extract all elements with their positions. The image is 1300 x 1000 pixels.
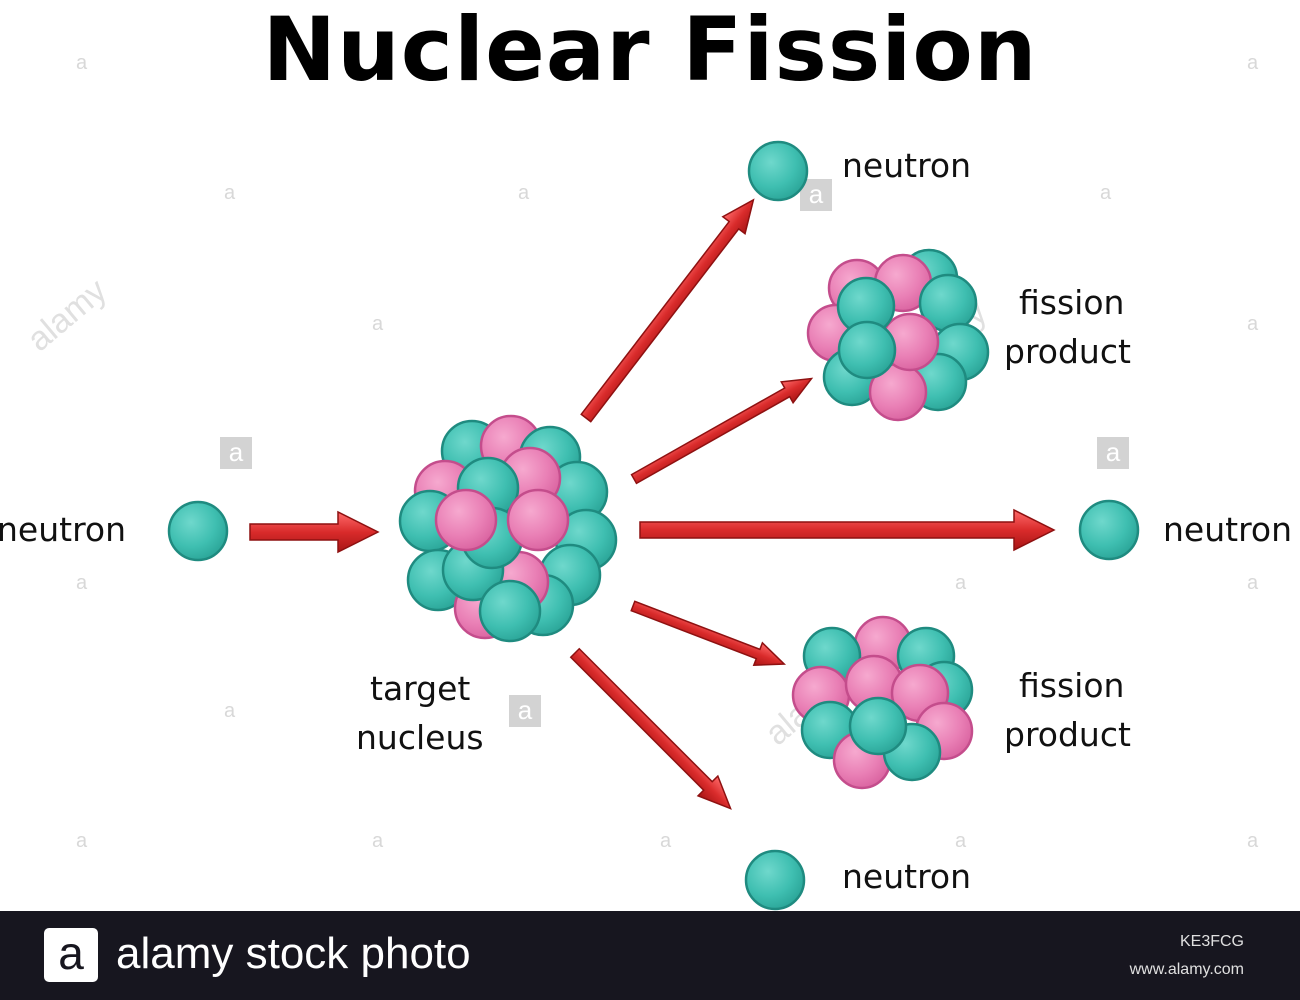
watermark-letter: a xyxy=(76,52,88,74)
watermark-letter: a xyxy=(372,313,384,335)
alamy-logo-icon: a xyxy=(44,928,98,982)
watermark-letter: a xyxy=(1247,572,1259,594)
footer-image-id: KE3FCG xyxy=(1179,933,1244,950)
arrow-incoming xyxy=(249,510,380,554)
target-nucleus xyxy=(398,414,618,643)
neutron-bottom xyxy=(744,849,806,911)
label-incoming-neutron: neutron xyxy=(0,510,127,549)
watermark-letter: a xyxy=(1247,313,1259,335)
label-neutron-right: neutron xyxy=(1163,510,1293,549)
watermark-logo: a xyxy=(509,695,541,727)
arrow-to-neutron-top xyxy=(580,198,755,423)
arrow-to-fission-bottom xyxy=(630,600,787,667)
watermark-letter: a xyxy=(76,572,88,594)
fission-product-bottom xyxy=(791,615,974,790)
label-fission-top-line1: fission xyxy=(1019,283,1125,322)
label-fission-bottom-line2: product xyxy=(1004,715,1131,754)
neutron-top xyxy=(747,140,809,202)
label-target-line2: nucleus xyxy=(356,718,484,757)
arrow-to-fission-top xyxy=(630,377,814,485)
watermark-letter: a xyxy=(1247,830,1259,852)
label-target-line1: target xyxy=(370,669,471,708)
neutron-incoming xyxy=(167,500,229,562)
label-neutron-top: neutron xyxy=(842,146,972,185)
watermark-letter: a xyxy=(224,182,236,204)
watermark-logo: a xyxy=(800,179,832,211)
watermark-letter: a xyxy=(518,182,530,204)
watermark-letter: a xyxy=(955,830,967,852)
footer-url: www.alamy.com xyxy=(1129,961,1244,978)
watermark-letter: a xyxy=(1100,182,1112,204)
watermark-letter: a xyxy=(660,830,672,852)
stock-footer: a alamy stock photo KE3FCG www.alamy.com xyxy=(0,911,1300,1000)
page-title: Nuclear Fission xyxy=(262,0,1038,101)
watermark-letter: a xyxy=(224,700,236,722)
watermark-logo: a xyxy=(1097,437,1129,469)
fission-product-top xyxy=(806,248,990,422)
arrow-to-neutron-right xyxy=(639,508,1056,552)
watermark-letter: a xyxy=(76,830,88,852)
footer-brand: alamy stock photo xyxy=(116,929,471,978)
watermark-letter: a xyxy=(1247,52,1259,74)
watermark-letter: a xyxy=(955,572,967,594)
label-neutron-bottom: neutron xyxy=(842,857,972,896)
neutron-right xyxy=(1078,499,1140,561)
watermark-letter: a xyxy=(372,830,384,852)
arrow-to-neutron-bottom xyxy=(569,647,732,810)
label-fission-bottom-line1: fission xyxy=(1019,666,1125,705)
watermark-logo: a xyxy=(220,437,252,469)
label-fission-top-line2: product xyxy=(1004,332,1131,371)
